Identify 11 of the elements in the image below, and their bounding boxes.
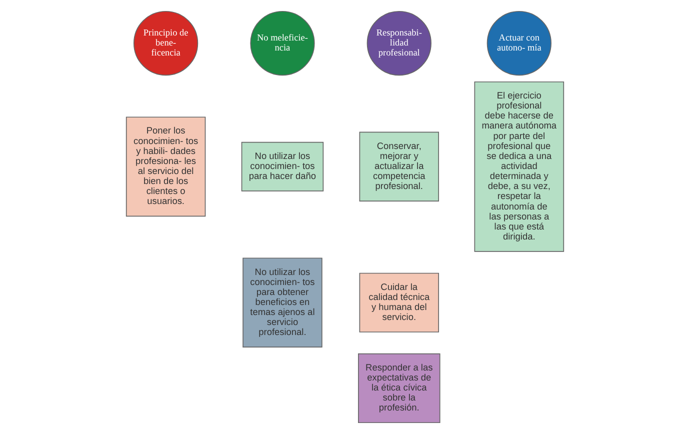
node-circle: Actuar con autono- mía — [486, 10, 552, 76]
node-circle: Principio de bene- ficencia — [134, 10, 198, 76]
node-box: Cuidar la calidad técnica y humana del servicio. — [359, 272, 439, 332]
node-box: No utilizar los conocimien- tos para obtener beneficios en temas ajenos al servicio profesional. — [242, 258, 322, 348]
node-box: El ejercicio profesional debe hacerse de manera autónoma por parte del profesional que se dedica a una actividad determinada y debe, a su vez, respetar la autonomía de las personas a las que está dirigida. — [474, 81, 564, 252]
node-box: Responder a las expectativas de la ética cívica sobre la profesión. — [358, 353, 440, 424]
node-circle: No meleficie- ncia — [250, 10, 315, 76]
node-box: Conservar, mejorar y actualizar la competencia profesional. — [359, 132, 439, 202]
node-circle: Responsabi- lidad profesional — [366, 10, 432, 76]
node-box: Poner los conocimien- tos y habili- dades profesiona- les al servicio del bien de los clientes o usuarios. — [126, 116, 206, 217]
node-box: No utilizar los conocimien- tos para hacer daño — [241, 142, 324, 192]
